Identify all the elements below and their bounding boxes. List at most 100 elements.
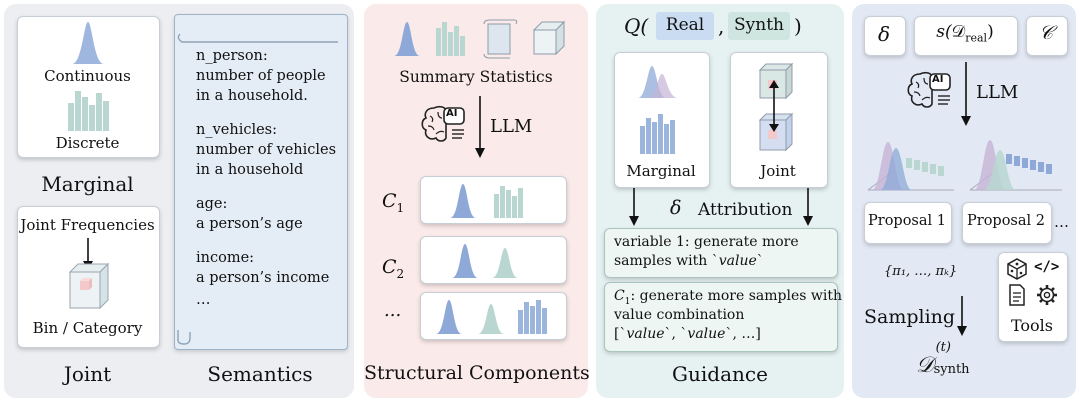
real-chip: [656, 12, 714, 40]
guidance-joint-cubes-icon: [758, 62, 794, 152]
summary-stat-icons: [394, 19, 566, 59]
c2-subscript: 2: [396, 266, 405, 281]
sem-line: n_person:: [196, 48, 268, 64]
llm-brain-icon: [421, 105, 465, 142]
dice-icon: [1007, 258, 1027, 280]
note1-text: `: [756, 253, 764, 269]
components-box: [1026, 16, 1068, 56]
sem-line: number of vehicles: [196, 142, 337, 158]
c1-subscript: 1: [396, 200, 405, 215]
note1-line2: samples with `value`: [614, 253, 764, 270]
q-prefix: Q(: [624, 14, 649, 38]
llm-down-arrow-icon: [475, 96, 485, 158]
joint-cube-icon: [68, 238, 110, 310]
pi-set: {π₁, …, πₖ}: [884, 264, 958, 279]
semantics-title: Semantics: [207, 362, 313, 386]
note2-line1: C1: generate more samples with: [614, 288, 842, 308]
s-prefix: s(: [936, 22, 952, 42]
tools-label: Tools: [1010, 316, 1054, 335]
document-icon: [1009, 284, 1025, 306]
proposal-2-box: [962, 202, 1052, 244]
note2-text: : generate more samples with: [630, 288, 842, 304]
semantics-scroll: [174, 14, 348, 350]
component-c2-box: [420, 236, 567, 284]
sampling-down-arrow-icon: [957, 296, 967, 336]
attribution-label: Attribution: [698, 200, 793, 220]
out-sup: (t): [935, 340, 951, 355]
note1-value: value: [718, 253, 757, 269]
proposal-1-label: Proposal 1: [868, 213, 946, 229]
proposal-1-box: [864, 202, 952, 244]
note2-value: value: [687, 326, 726, 342]
sampling-llm-arrow-icon: [961, 62, 971, 126]
sem-line: …: [196, 292, 211, 308]
real-label: Real: [665, 15, 705, 35]
c1-distribution-icons: [450, 184, 523, 218]
continuous-distribution-icon: [72, 22, 104, 64]
note2-sub: 1: [624, 296, 631, 307]
sem-line: a person’s income: [196, 270, 330, 286]
c-letter: C: [382, 256, 397, 278]
ai-badge-text: AI: [446, 108, 458, 119]
c2-label: C2: [382, 256, 404, 281]
sem-line: number of people: [196, 68, 326, 84]
continuous-label: Continuous: [44, 67, 131, 85]
note2-text: [`: [614, 326, 627, 342]
sem-line: in a household: [196, 162, 304, 178]
s-d: 𝒟: [951, 22, 966, 42]
bin-category-label: Bin / Category: [32, 319, 143, 337]
q-comma: ,: [718, 14, 725, 38]
sem-line: age:: [196, 196, 228, 212]
guidance-note-variable: [604, 228, 838, 278]
guidance-note-combination: [604, 282, 838, 352]
note2-line2: value combination: [614, 307, 745, 323]
stats-box: [914, 16, 1018, 56]
note2-value: value: [626, 326, 665, 342]
llm-label: LLM: [490, 116, 533, 137]
guidance-right-arrow-icon: [803, 188, 813, 226]
out-sub: synth: [933, 362, 970, 377]
proposal-2-label: Proposal 2: [967, 213, 1045, 229]
guidance-marginal-icons: [638, 66, 678, 154]
gear-icon: [1037, 285, 1057, 305]
synth-label: Synth: [734, 15, 784, 35]
c-letter: C: [382, 190, 397, 212]
proposal1-plot-icon: [867, 142, 954, 191]
sem-line: a person’s age: [196, 216, 303, 232]
s-sub: real: [965, 31, 988, 45]
sampling-delta: δ: [877, 22, 891, 46]
discrete-label: Discrete: [55, 134, 120, 152]
scroll-top-curl-icon: [177, 33, 338, 43]
sem-line: income:: [196, 250, 255, 266]
note1-text: samples with `: [614, 253, 719, 269]
c1-label: C1: [382, 190, 404, 215]
delta-box: [864, 16, 906, 56]
sem-line: n_vehicles:: [196, 122, 278, 138]
c2-distribution-icons: [452, 244, 518, 278]
summary-statistics-label: Summary Statistics: [399, 68, 553, 86]
joint-frequencies-label: Joint Frequencies: [20, 216, 155, 234]
sampling-label: Sampling: [864, 306, 956, 328]
guidance-title: Guidance: [672, 362, 768, 386]
components-ellipsis: ...: [384, 300, 402, 321]
s-suffix: ): [987, 22, 994, 42]
note2-text: `, `: [664, 326, 688, 342]
discrete-histogram-icon: [68, 91, 109, 131]
sampling-llm-label: LLM: [976, 82, 1019, 103]
sem-line: in a household.: [196, 88, 308, 104]
structural-components-title: Structural Components: [364, 362, 590, 384]
q-suffix: ): [794, 14, 802, 38]
synth-chip: [728, 12, 790, 40]
guidance-marginal-label: Marginal: [626, 162, 696, 180]
guidance-delta: δ: [670, 197, 682, 219]
sampling-c-script: 𝒞: [1039, 22, 1053, 44]
note2-line3: [`value`, `value`, …]: [614, 326, 761, 343]
sampling-brain-icon: [907, 71, 951, 108]
note2-c: C: [614, 288, 625, 304]
marginal-title: Marginal: [41, 172, 134, 196]
component-c1-box: [420, 176, 567, 224]
note1-line1: variable 1: generate more: [614, 234, 799, 250]
more-distribution-icons: [436, 300, 547, 334]
guidance-left-arrow-icon: [629, 188, 639, 226]
stats-expression: s(𝒟real): [914, 22, 1016, 45]
